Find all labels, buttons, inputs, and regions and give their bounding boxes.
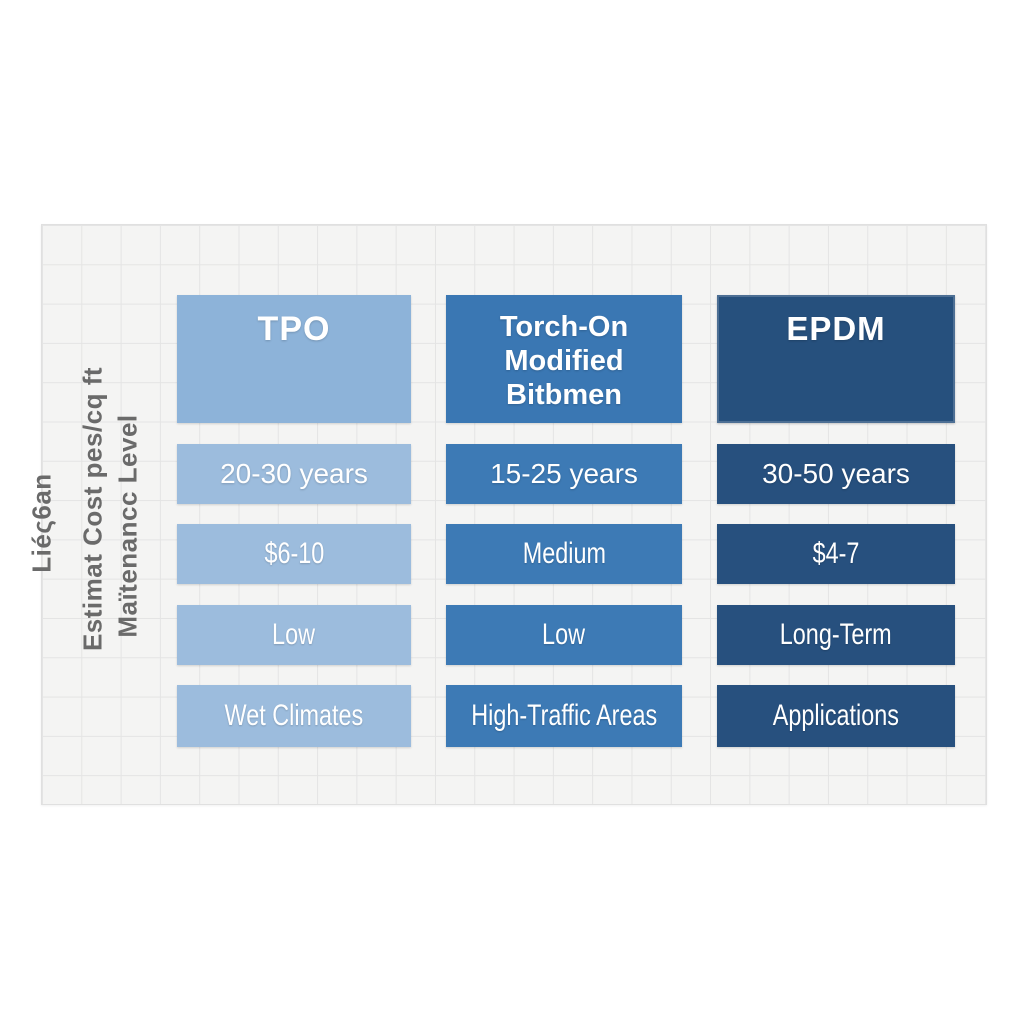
cell-application-torch-on: High-Traffic Areas	[446, 685, 682, 747]
cell-text: Wet Climates	[224, 699, 364, 732]
grid-panel: Liéς6an Estimat Cost pes/cq ft Maïtenanc…	[27, 224, 987, 805]
column-header-tpo-label: TPO	[257, 310, 331, 348]
cell-maintenance-epdm: Long-Term	[717, 605, 955, 665]
cell-text: $6-10	[264, 537, 324, 570]
cell-maintenance-tpo: Low	[177, 605, 411, 665]
cell-text: 30-50 years	[762, 458, 910, 489]
cell-text: $4-7	[812, 537, 860, 570]
column-header-epdm-label: EPDM	[786, 310, 886, 347]
cell-text: Long-Term	[780, 618, 892, 651]
cell-application-epdm: Applications	[717, 685, 955, 747]
cell-text: Medium	[522, 537, 606, 570]
cell-text: 20-30 years	[220, 458, 368, 489]
row-label-lifespan: Liéς6an	[26, 473, 57, 573]
cell-lifespan-tpo: 20-30 years	[177, 444, 411, 504]
row-label-estimated-cost: Estimat Cost pes/cq ft	[77, 366, 108, 652]
cell-cost-epdm: $4-7	[717, 524, 955, 584]
cell-text: High-Traffic Areas	[471, 699, 657, 732]
cell-text: Applications	[772, 699, 900, 732]
cell-cost-tpo: $6-10	[177, 524, 411, 584]
column-header-torch-on-modified-bitumen: Torch-On Modified Bitbmen	[446, 295, 682, 423]
cell-application-tpo: Wet Climates	[177, 685, 411, 747]
row-label-maintenance-level: Maïtenancc Level	[112, 414, 143, 638]
column-header-torch-on-label: Torch-On Modified Bitbmen	[499, 311, 629, 412]
cell-cost-torch-on: Medium	[446, 524, 682, 584]
cell-lifespan-epdm: 30-50 years	[717, 444, 955, 504]
column-header-epdm: EPDM	[717, 295, 955, 423]
cell-text: Low	[272, 618, 316, 651]
cell-text: 15-25 years	[490, 458, 638, 489]
cell-maintenance-torch-on: Low	[446, 605, 682, 665]
column-header-tpo: TPO	[177, 295, 411, 423]
cell-text: Low	[542, 618, 586, 651]
cell-lifespan-torch-on: 15-25 years	[446, 444, 682, 504]
